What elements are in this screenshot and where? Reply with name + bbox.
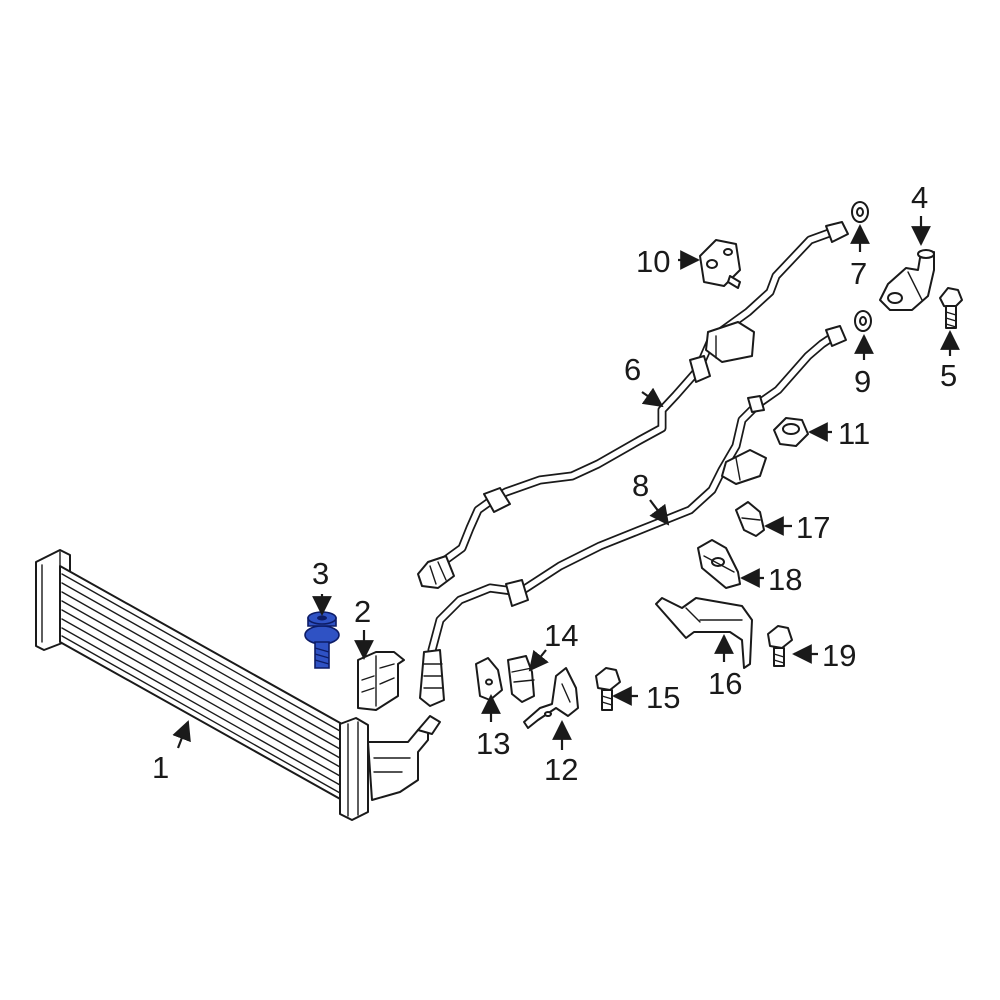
part-16-bracket[interactable] (655, 597, 753, 669)
callout-16[interactable]: 16 (708, 666, 742, 701)
part-5-bolt[interactable] (939, 287, 963, 329)
part-7-washer[interactable] (851, 201, 869, 223)
callout-14[interactable]: 14 (544, 618, 578, 653)
callout-10[interactable]: 10 (636, 244, 670, 279)
callout-5[interactable]: 5 (940, 358, 957, 393)
part-1-oil-cooler[interactable] (35, 549, 441, 821)
callout-11[interactable]: 11 (838, 416, 870, 451)
leader-6 (641, 387, 664, 408)
callout-8[interactable]: 8 (632, 468, 649, 503)
part-18-clamp[interactable] (697, 539, 741, 589)
cooler-fins (61, 573, 341, 794)
part-12-bracket[interactable] (523, 667, 579, 729)
part-15-bolt[interactable] (595, 667, 621, 711)
leader-1 (172, 720, 191, 749)
leader-8 (649, 499, 670, 526)
part-17-clip[interactable] (735, 501, 765, 537)
callout-7[interactable]: 7 (850, 256, 867, 291)
part-10-flange[interactable] (699, 239, 741, 289)
part-11-nut[interactable] (773, 417, 809, 447)
part-14-clip[interactable] (507, 655, 535, 703)
callout-6[interactable]: 6 (624, 352, 641, 387)
part-9-washer[interactable] (854, 310, 872, 332)
callout-2[interactable]: 2 (354, 594, 371, 629)
callout-4[interactable]: 4 (911, 180, 928, 215)
part-8-cooler-line[interactable] (419, 325, 847, 707)
part-6-cooler-line[interactable] (417, 221, 849, 589)
callout-17[interactable]: 17 (796, 510, 830, 545)
callout-12[interactable]: 12 (544, 752, 578, 787)
callout-15[interactable]: 15 (646, 680, 680, 715)
part-2-bracket[interactable] (357, 651, 405, 711)
callout-13[interactable]: 13 (476, 726, 510, 761)
callout-1[interactable]: 1 (152, 750, 169, 785)
part-19-bolt[interactable] (767, 625, 793, 667)
callout-19[interactable]: 19 (822, 638, 856, 673)
callout-numbers: 1 2 3 4 5 6 7 8 9 10 11 12 13 14 15 16 1… (152, 180, 957, 787)
part-13-clip[interactable] (475, 657, 503, 701)
part-4-fitting[interactable] (879, 249, 935, 311)
part-3-bolt-highlighted[interactable] (304, 611, 340, 669)
leader-lines (172, 216, 960, 750)
callout-3[interactable]: 3 (312, 556, 329, 591)
callout-18[interactable]: 18 (768, 562, 802, 597)
callout-9[interactable]: 9 (854, 364, 871, 399)
leader-14 (528, 649, 549, 672)
